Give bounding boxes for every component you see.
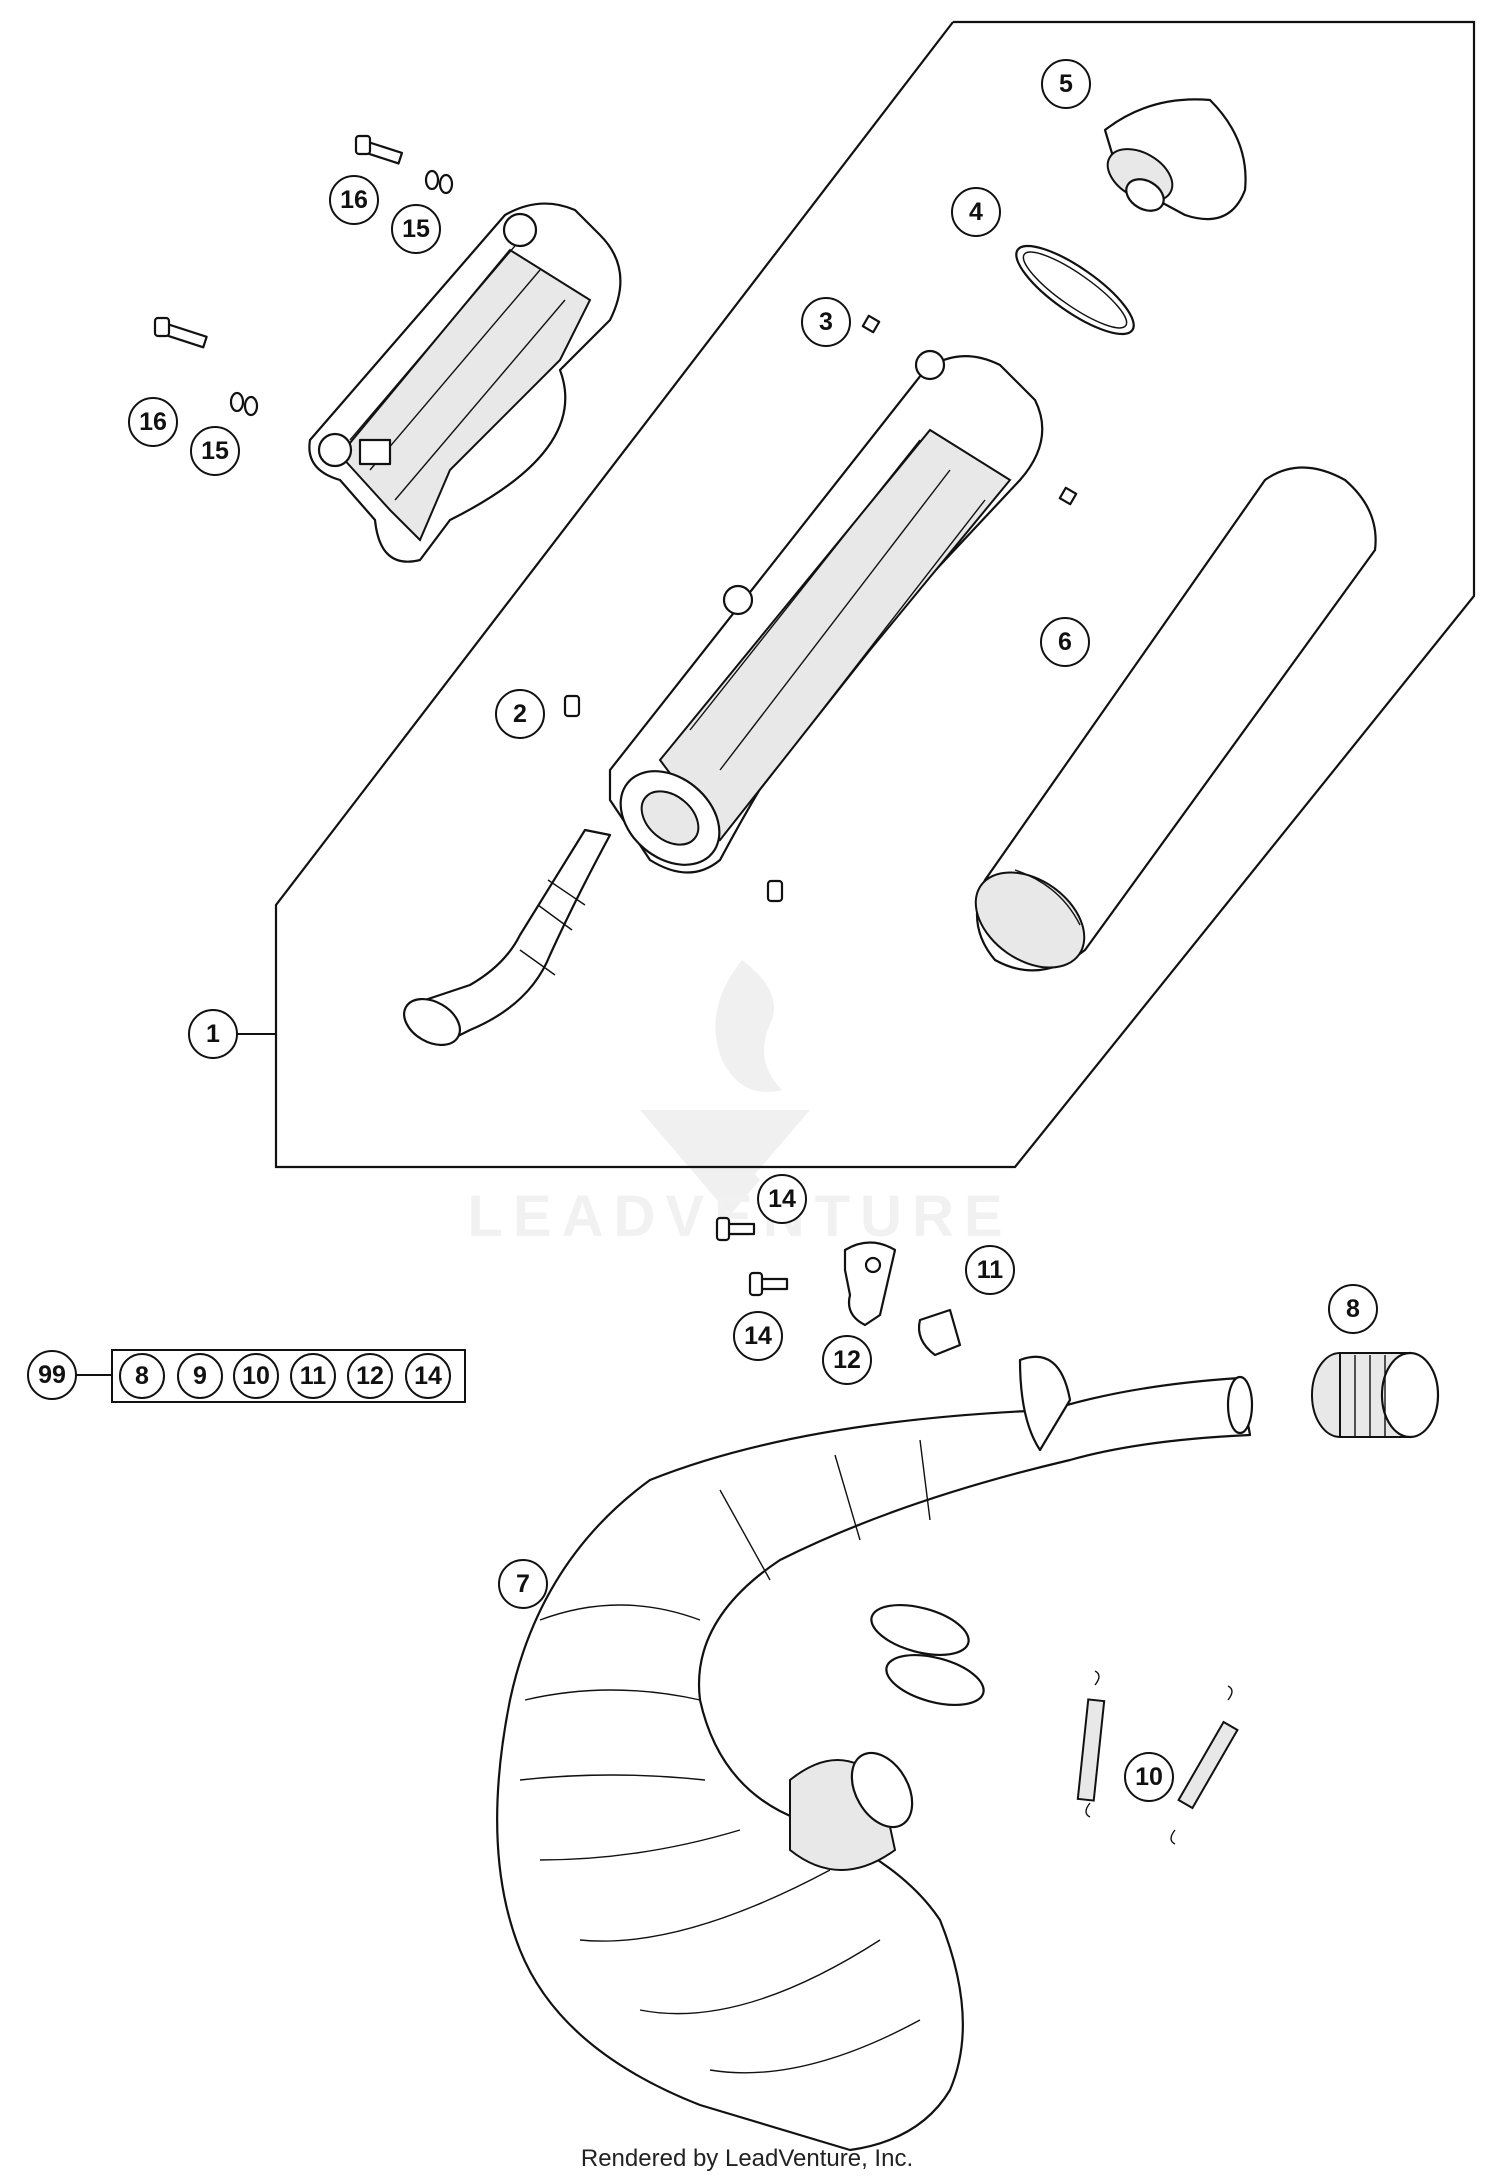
silencer-assembly-part xyxy=(403,349,1044,1047)
svg-text:16: 16 xyxy=(139,408,167,436)
callout-6: 6 xyxy=(1040,617,1090,667)
svg-text:7: 7 xyxy=(516,1570,530,1598)
svg-text:4: 4 xyxy=(969,198,983,226)
kit-item-14: 14 xyxy=(405,1353,451,1399)
heat-shield-part xyxy=(308,202,622,563)
callout-12: 12 xyxy=(822,1335,872,1385)
callout-14-upper: 14 xyxy=(757,1174,807,1224)
kit-item-11: 11 xyxy=(290,1353,336,1399)
callout-16-lower: 16 xyxy=(128,397,178,447)
svg-text:3: 3 xyxy=(819,308,833,336)
end-cap-part xyxy=(1103,98,1247,221)
rubber-sleeve-part xyxy=(1311,1351,1440,1439)
svg-text:12: 12 xyxy=(356,1362,384,1390)
callout-14-lower: 14 xyxy=(733,1311,783,1361)
screw-part xyxy=(153,134,404,349)
footer-credit: Rendered by LeadVenture, Inc. xyxy=(581,2145,913,2172)
svg-text:6: 6 xyxy=(1058,628,1072,656)
muffler-group-frame xyxy=(274,20,1476,1169)
svg-text:5: 5 xyxy=(1059,70,1073,98)
callout-8: 8 xyxy=(1328,1284,1378,1334)
callout-15-lower: 15 xyxy=(190,426,240,476)
silencer-sleeve-part xyxy=(974,466,1377,972)
svg-text:99: 99 xyxy=(38,1361,66,1389)
callout-99: 99 xyxy=(27,1350,77,1400)
o-ring-part xyxy=(1015,244,1135,336)
svg-text:8: 8 xyxy=(135,1362,149,1390)
callout-1: 1 xyxy=(188,1009,238,1059)
svg-text:14: 14 xyxy=(744,1322,772,1350)
callout-11: 11 xyxy=(965,1245,1015,1295)
washer-part xyxy=(229,169,454,417)
callout-4: 4 xyxy=(951,187,1001,237)
bracket-part xyxy=(843,1241,897,1327)
svg-text:9: 9 xyxy=(193,1362,207,1390)
kit-item-8: 8 xyxy=(119,1353,165,1399)
svg-text:11: 11 xyxy=(300,1362,327,1390)
callout-3: 3 xyxy=(801,297,851,347)
gasket-ring-part xyxy=(870,1604,985,1706)
clip-nut-part xyxy=(917,1308,962,1357)
callout-5: 5 xyxy=(1041,59,1091,109)
kit-item-10: 10 xyxy=(233,1353,279,1399)
callout-10: 10 xyxy=(1124,1752,1174,1802)
callout-2: 2 xyxy=(495,689,545,739)
svg-text:1: 1 xyxy=(206,1020,220,1048)
kit-item-12: 12 xyxy=(347,1353,393,1399)
callout-16-upper: 16 xyxy=(329,175,379,225)
svg-text:10: 10 xyxy=(1135,1763,1163,1791)
svg-text:16: 16 xyxy=(340,186,368,214)
bolt-part xyxy=(715,1216,789,1297)
svg-text:15: 15 xyxy=(201,437,229,465)
svg-text:11: 11 xyxy=(977,1256,1004,1284)
kit-item-9: 9 xyxy=(177,1353,223,1399)
svg-text:10: 10 xyxy=(242,1362,270,1390)
svg-text:12: 12 xyxy=(833,1346,861,1374)
svg-text:14: 14 xyxy=(414,1362,442,1390)
watermark-text: LEADVENTURE xyxy=(467,1184,1012,1249)
svg-text:2: 2 xyxy=(513,700,527,728)
svg-text:14: 14 xyxy=(768,1185,796,1213)
svg-text:15: 15 xyxy=(402,215,430,243)
exhaust-pipe-part xyxy=(496,1355,1254,2152)
spring-part xyxy=(1076,1670,1239,1845)
callout-7: 7 xyxy=(498,1559,548,1609)
callout-15-upper: 15 xyxy=(391,204,441,254)
watermark-logo: LEADVENTURE xyxy=(467,960,1012,1249)
nut-part xyxy=(861,314,881,334)
svg-text:8: 8 xyxy=(1346,1295,1360,1323)
rivet-part xyxy=(563,694,784,903)
